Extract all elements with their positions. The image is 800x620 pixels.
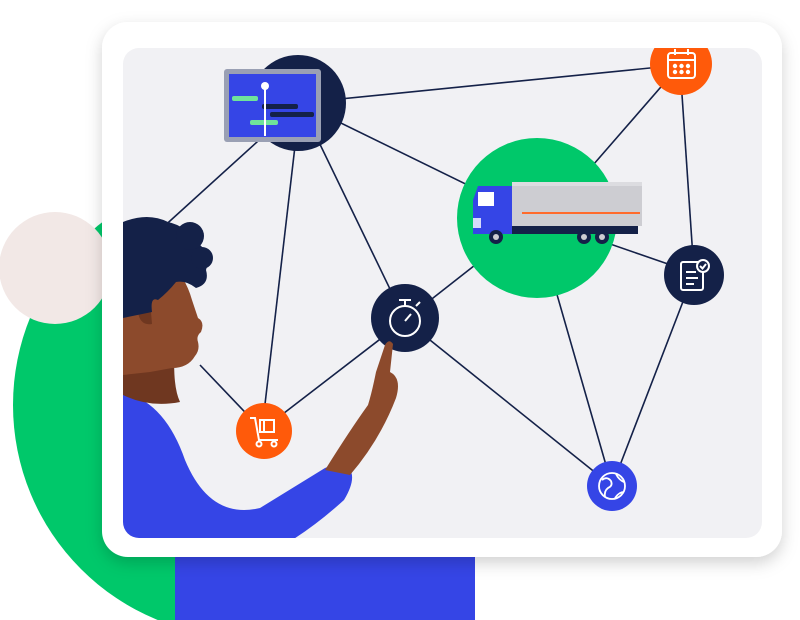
connection-line: [299, 64, 681, 104]
truck-icon: [473, 182, 642, 244]
truck-node: [457, 138, 642, 298]
person-figure: [123, 217, 398, 538]
connection-line: [404, 319, 613, 487]
globe-node-circle: [587, 461, 637, 511]
connection-line: [679, 64, 695, 274]
cart-node: [236, 403, 292, 459]
person-shirt: [123, 392, 352, 538]
person-arm: [325, 341, 398, 475]
gantt-node: [224, 55, 346, 151]
tablet-screen: [123, 48, 762, 538]
connection-line: [261, 102, 301, 431]
checklist-document-icon: [680, 259, 710, 291]
stopwatch-icon: [389, 299, 421, 337]
globe-node: [587, 461, 637, 511]
checklist-node: [664, 245, 724, 305]
calendar-icon: [667, 49, 696, 79]
calendar-node: [650, 48, 712, 95]
stopwatch-node-circle: [371, 284, 439, 352]
stopwatch-node: [371, 284, 439, 352]
connection-line: [611, 272, 695, 487]
person-hair-curl: [176, 222, 204, 250]
blush-backdrop-circle: [0, 212, 111, 324]
checklist-node-circle: [664, 245, 724, 305]
gantt-chart-icon: [224, 69, 321, 142]
hand-truck-icon: [250, 417, 278, 448]
globe-icon: [598, 472, 626, 500]
person-hair-curl: [191, 247, 213, 269]
